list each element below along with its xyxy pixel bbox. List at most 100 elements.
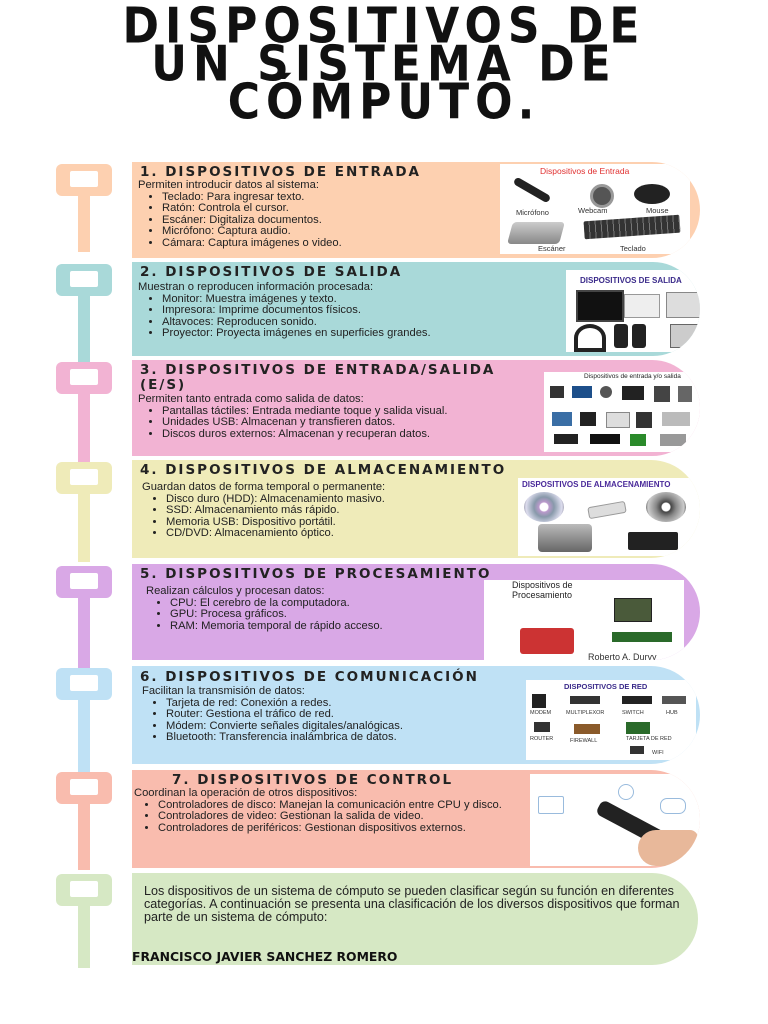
device-icon <box>590 434 620 444</box>
image-label: ROUTER <box>530 736 554 742</box>
timeline-segment <box>78 790 90 870</box>
section-salida: 2. DISPOSITIVOS DE SALIDA Muestran o rep… <box>132 262 700 356</box>
title-line-2: UN SISTEMA DE <box>151 35 617 93</box>
item-list: Teclado: Para ingresar texto. Ratón: Con… <box>138 191 498 250</box>
device-icon <box>572 386 592 398</box>
entrada-devices-image: Dispositivos de Entrada Micrófono Webcam… <box>500 164 690 254</box>
timeline-segment <box>78 892 90 968</box>
image-label: SWITCH <box>622 710 644 716</box>
monitor-icon <box>576 290 624 322</box>
list-item: Altavoces: Reproducen sonido. <box>162 316 568 329</box>
list-item: CPU: El cerebro de la computadora. <box>170 597 486 610</box>
timeline-segment <box>78 280 90 362</box>
title-line-1: DISPOSITIVOS DE <box>122 0 646 56</box>
item-list: Tarjeta de red: Conexión a redes. Router… <box>142 697 522 744</box>
image-label: TARJETA DE RED <box>626 736 672 742</box>
timeline-tab-7 <box>56 772 112 804</box>
title-line-3: CÓMPUTO. <box>227 73 541 131</box>
list-item: Disco duro (HDD): Almacenamiento masivo. <box>166 493 522 506</box>
firewall-icon <box>574 724 600 734</box>
scanner-icon <box>507 222 565 244</box>
image-label: Escáner <box>538 244 566 253</box>
device-icon <box>660 434 686 446</box>
item-list: Controladores de disco: Manejan la comun… <box>134 799 522 835</box>
device-icon <box>678 386 692 402</box>
image-label: FIREWALL <box>570 738 598 744</box>
closing-text: Los dispositivos de un sistema de cómput… <box>144 884 680 924</box>
list-item: Monitor: Muestra imágenes y texto. <box>162 293 568 306</box>
section-body: Permiten tanto entrada como salida de da… <box>138 393 548 441</box>
section-title: 2. DISPOSITIVOS DE SALIDA <box>140 264 403 280</box>
cd-icon <box>524 492 564 522</box>
headphones-icon <box>574 324 606 352</box>
timeline-segment <box>78 480 90 562</box>
mouse-icon <box>634 184 670 204</box>
list-item: Tarjeta de red: Conexión a redes. <box>166 697 522 710</box>
section-body: Muestran o reproducen información proces… <box>138 281 568 340</box>
section-title-2: (E/S) <box>140 377 187 393</box>
almacenamiento-devices-image: DISPOSITIVOS DE ALMACENAMIENTO <box>518 478 700 556</box>
device-icon <box>662 412 690 426</box>
image-label: HUB <box>666 710 678 716</box>
image-title: DISPOSITIVOS DE RED <box>564 682 648 691</box>
section-body: Coordinan la operación de otros disposit… <box>134 787 522 835</box>
switch-icon <box>622 696 652 704</box>
usb-icon <box>587 500 627 520</box>
red-devices-image: DISPOSITIVOS DE RED MODEM MULTIPLEXOR SW… <box>526 680 696 760</box>
section-almacenamiento: 4. DISPOSITIVOS DE ALMACENAMIENTO Guarda… <box>132 460 700 558</box>
list-item: Router: Gestiona el tráfico de red. <box>166 708 522 721</box>
list-item: Módem: Convierte señales digitales/analó… <box>166 720 522 733</box>
cpu-icon <box>614 598 652 622</box>
image-title: Dispositivos de entrada y/o salida <box>584 373 681 380</box>
screen-icon <box>538 796 564 814</box>
section-body: Permiten introducir datos al sistema: Te… <box>138 179 498 250</box>
section-comunicacion: 6. DISPOSITIVOS DE COMUNICACIÓN Facilita… <box>132 666 700 764</box>
webcam-icon <box>590 184 614 208</box>
gpu-icon <box>520 628 574 654</box>
list-item: Teclado: Para ingresar texto. <box>162 191 498 204</box>
projector-icon <box>624 294 660 318</box>
section-body: Realizan cálculos y procesan datos: CPU:… <box>146 585 486 633</box>
list-item: Bluetooth: Transferencia inalámbrica de … <box>166 731 522 744</box>
closing-box: Los dispositivos de un sistema de cómput… <box>132 873 698 965</box>
image-label: Webcam <box>578 206 608 215</box>
router-icon <box>534 722 550 732</box>
item-list: Pantallas táctiles: Entrada mediante toq… <box>138 405 548 441</box>
speaker-icon <box>614 324 628 348</box>
device-icon <box>554 434 578 444</box>
control-image <box>530 774 700 866</box>
list-item: SSD: Almacenamiento más rápido. <box>166 504 522 517</box>
page-title: DISPOSITIVOS DE UN SISTEMA DE CÓMPUTO. <box>0 0 768 131</box>
list-item: Escáner: Digitaliza documentos. <box>162 214 498 227</box>
memory-card-icon <box>628 532 678 550</box>
list-item: Controladores de disco: Manejan la comun… <box>158 799 522 812</box>
ram-icon <box>612 632 672 642</box>
section-intro: Permiten tanto entrada como salida de da… <box>138 393 364 405</box>
device-icon <box>622 386 644 400</box>
image-title: Dispositivos de Procesamiento <box>512 580 573 600</box>
item-list: Disco duro (HDD): Almacenamiento masivo.… <box>142 493 522 540</box>
section-title: 3. DISPOSITIVOS DE ENTRADA/SALIDA <box>140 362 496 378</box>
device-icon <box>550 386 564 398</box>
timeline-tab-3 <box>56 362 112 394</box>
plotter-icon <box>666 292 700 318</box>
modem-icon <box>532 694 546 708</box>
list-item: Proyector: Proyecta imágenes en superfic… <box>162 327 568 340</box>
wifi-icon <box>630 746 644 754</box>
image-label: MODEM <box>530 710 552 716</box>
multiplexor-icon <box>570 696 600 704</box>
list-item: Memoria USB: Dispositivo portátil. <box>166 516 522 529</box>
item-list: CPU: El cerebro de la computadora. GPU: … <box>146 597 486 633</box>
device-icon <box>600 386 612 398</box>
procesamiento-devices-image: Dispositivos de Procesamiento Roberto A.… <box>484 580 684 660</box>
device-icon <box>580 412 596 426</box>
power-icon <box>618 784 634 800</box>
network-card-icon <box>626 722 650 734</box>
device-icon <box>606 412 630 428</box>
section-title: 5. DISPOSITIVOS DE PROCESAMIENTO <box>140 566 492 582</box>
section-procesamiento: 5. DISPOSITIVOS DE PROCESAMIENTO Realiza… <box>132 564 700 660</box>
image-label: MULTIPLEXOR <box>566 710 605 716</box>
image-label: Teclado <box>620 244 646 253</box>
section-title: 1. DISPOSITIVOS DE ENTRADA <box>140 164 421 180</box>
gamepad-icon <box>660 798 686 814</box>
